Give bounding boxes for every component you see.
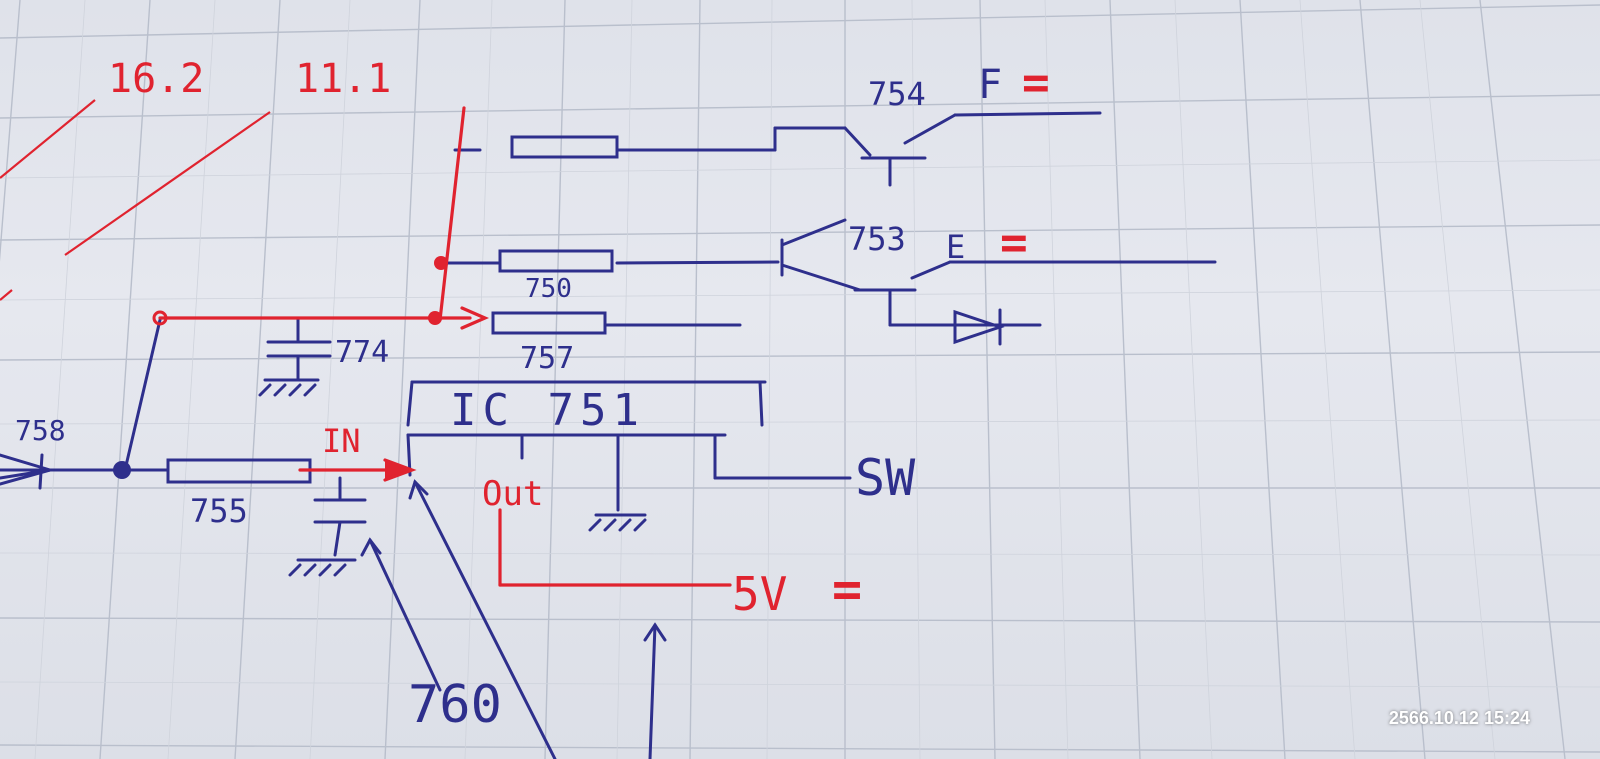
sw-label: SW (855, 449, 916, 507)
e-output-label: E (946, 228, 965, 266)
ic-in-label: IN (322, 422, 361, 460)
reference-lines (0, 99, 271, 301)
ref-11-1-label: 11.1 (295, 56, 391, 102)
transistor-754-label: 754 (868, 75, 926, 113)
ref-16-2-label: 16.2 (108, 56, 204, 102)
resistor-750-label: 750 (525, 274, 572, 304)
junction-dot (428, 311, 442, 325)
f-dc-symbol: = (1022, 55, 1050, 109)
resistor-758-label: 758 (15, 414, 66, 447)
junction-dot (113, 461, 131, 479)
red-wiring (158, 106, 732, 587)
f-output-label: F (978, 62, 1002, 108)
resistor-755-label: 755 (190, 492, 248, 530)
e-dc-symbol: = (1000, 215, 1028, 269)
5v-dc-symbol: = (832, 560, 862, 618)
junction-dot (434, 256, 448, 270)
ic-751-label: IC 751 (450, 385, 645, 436)
junction-dot (152, 310, 168, 326)
blue-wiring (0, 111, 1217, 759)
5v-output-label: 5V (732, 567, 787, 621)
capacitor-760-label: 760 (408, 675, 502, 735)
ic-out-label: Out (482, 474, 543, 514)
resistor-757-label: 757 (520, 341, 574, 376)
transistor-753-label: 753 (848, 220, 906, 258)
photo-timestamp: 2566.10.12 15:24 (1388, 708, 1530, 728)
capacitor-774-label: 774 (335, 335, 389, 370)
